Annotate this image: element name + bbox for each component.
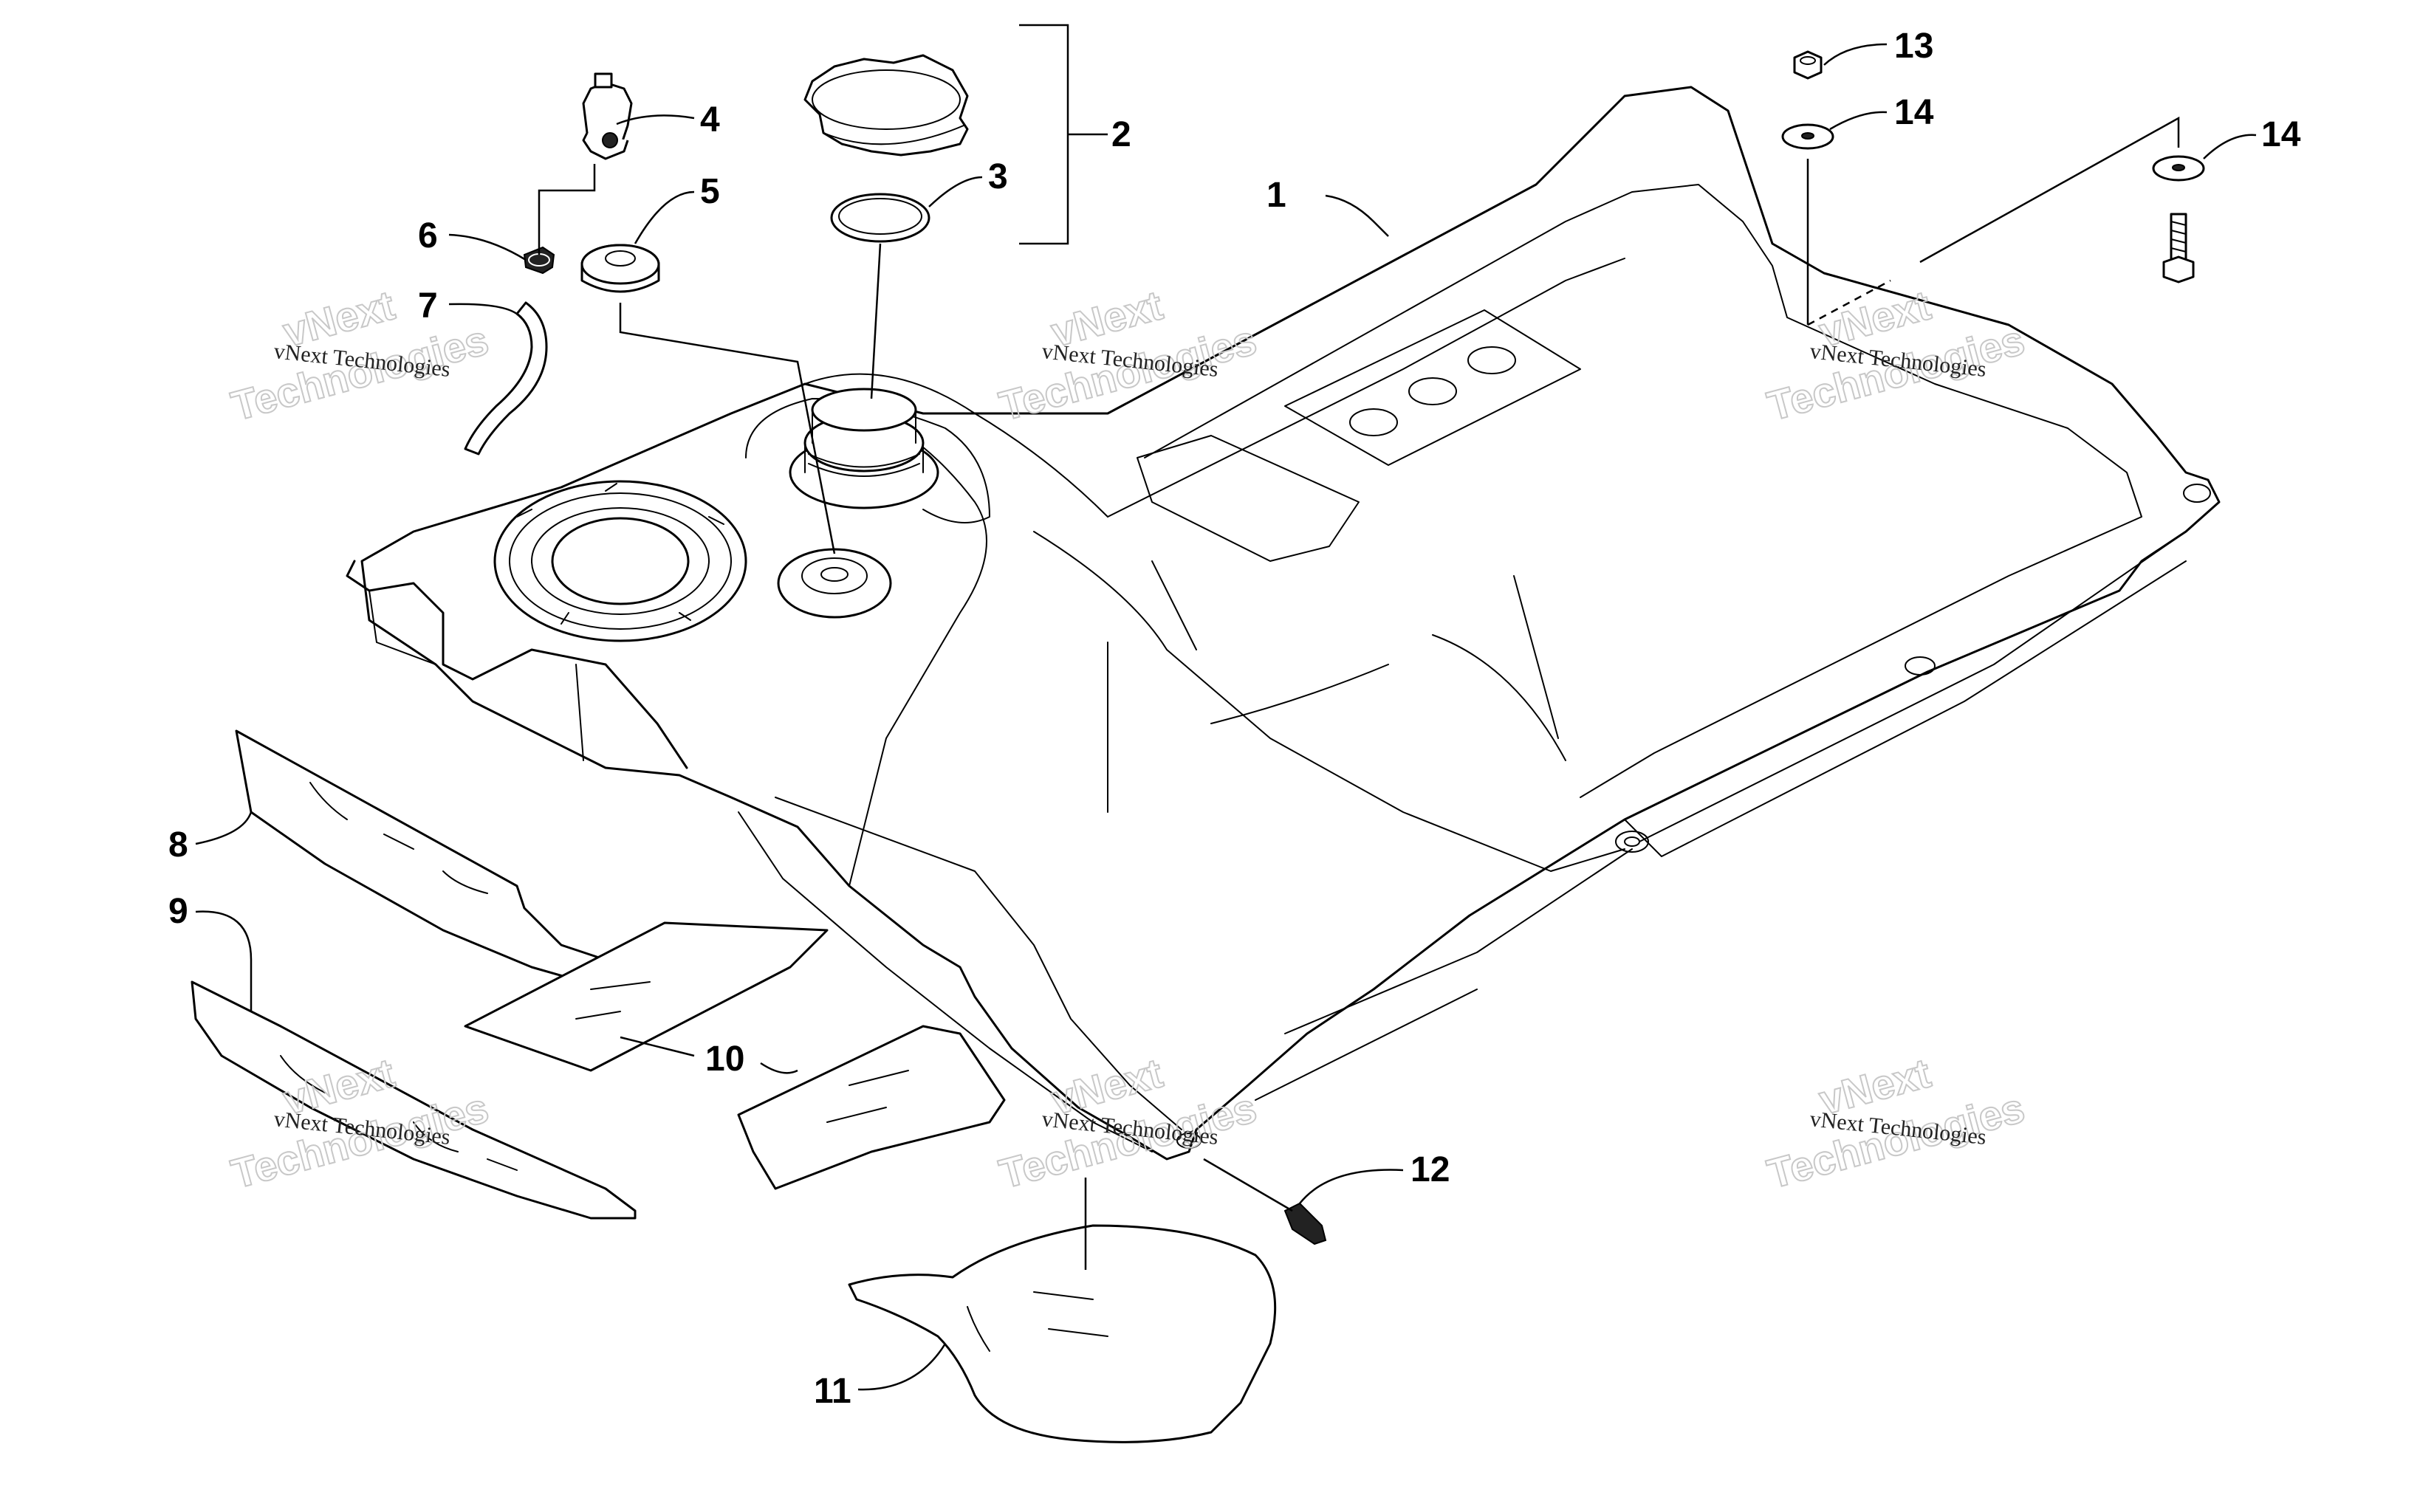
callout-14b: 14 (2261, 115, 2301, 154)
o-ring-3 (830, 193, 930, 243)
callout-14a: 14 (1894, 93, 1934, 132)
leader-lines (195, 24, 2257, 1391)
callout-3: 3 (988, 157, 1008, 196)
sender-valve-4 (582, 72, 633, 160)
callout-1: 1 (1266, 176, 1286, 215)
heat-shield-10 (464, 921, 1006, 1190)
callout-5: 5 (700, 172, 720, 211)
callout-12: 12 (1410, 1150, 1450, 1189)
callout-13: 13 (1894, 27, 1933, 66)
callout-labels: 1 2 3 4 5 6 7 8 9 10 11 12 13 14 14 (168, 27, 2301, 1411)
grommet-5 (580, 244, 660, 293)
callout-8: 8 (168, 825, 188, 865)
callout-10: 10 (705, 1040, 744, 1079)
heat-shield-11 (848, 1224, 1277, 1443)
washer-14a (1781, 123, 1834, 150)
callout-2: 2 (1111, 115, 1131, 154)
watermark-bottom-right: vNext Technologies vNext Technologies (1762, 1048, 2030, 1197)
callout-7: 7 (418, 286, 438, 326)
callout-11: 11 (814, 1372, 851, 1411)
heat-shield-9 (191, 980, 637, 1220)
callout-6: 6 (418, 216, 438, 255)
vent-hose-7 (464, 301, 548, 456)
fuel-cap-2 (803, 54, 969, 157)
callout-4: 4 (700, 100, 720, 140)
nut-13 (1793, 50, 1823, 80)
heat-shield-8 (235, 729, 614, 983)
washer-14b (2152, 155, 2205, 182)
callout-9: 9 (168, 892, 188, 931)
fuel-tank (346, 86, 2221, 1161)
bolt (2162, 213, 2195, 284)
